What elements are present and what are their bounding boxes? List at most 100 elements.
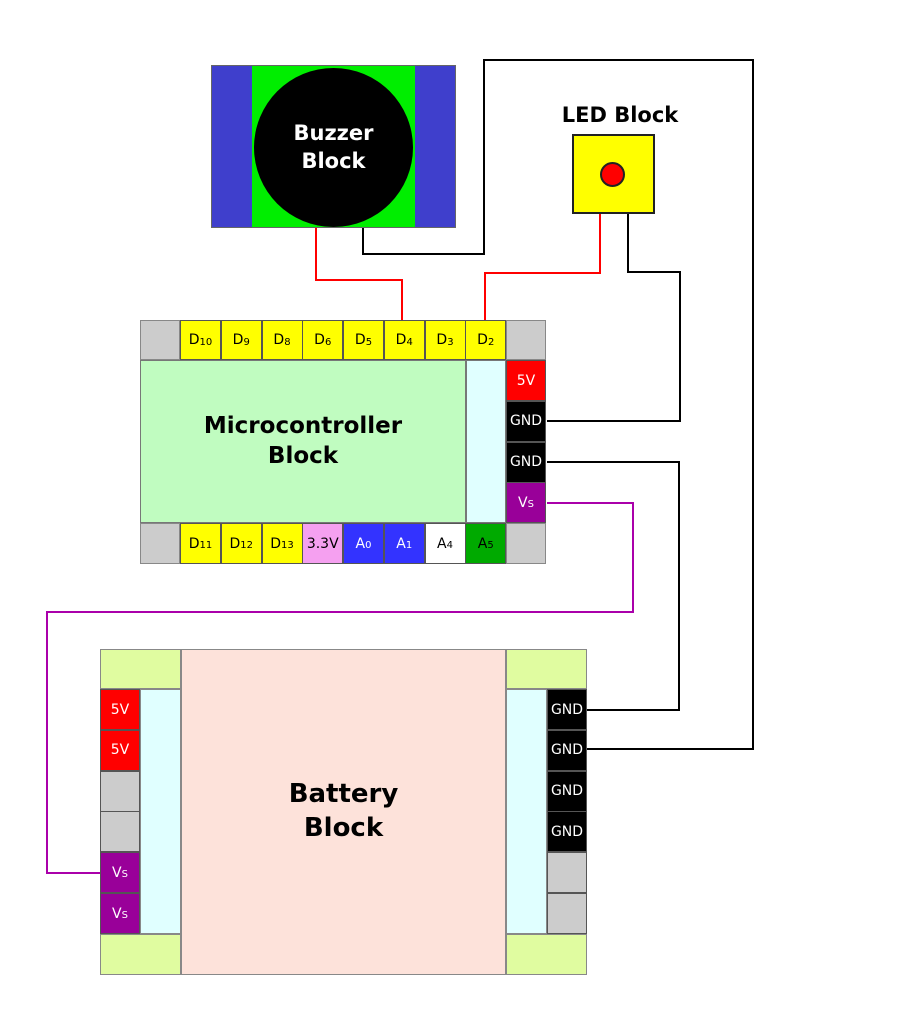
pin-subscript: 13 — [281, 540, 294, 551]
mcu-header-strip — [466, 360, 506, 523]
mcu-corner-tr — [506, 320, 546, 360]
mcu-pin-gnd: GND — [506, 400, 546, 442]
battery-pin-5v: 5V — [100, 689, 140, 730]
pin-label: D — [436, 332, 448, 348]
battery-pin-gnd: GND — [547, 770, 587, 812]
pin-label: GND — [509, 413, 543, 430]
battery-pin-empty — [547, 852, 587, 894]
mcu-pin-gnd: GND — [506, 441, 546, 483]
pin-label: GND — [550, 742, 584, 759]
battery-pin-gnd: GND — [547, 729, 587, 771]
buzzer-circle: Buzzer Block — [254, 68, 413, 227]
pin-subscript: 3 — [447, 336, 454, 348]
pin-label: GND — [509, 454, 543, 470]
mcu-corner-bl — [140, 523, 180, 564]
mcu-body: Microcontroller Block — [140, 360, 466, 523]
battery-body: Battery Block — [181, 649, 506, 975]
pin-subscript: 8 — [284, 336, 291, 348]
battery-pin-5v: 5V — [100, 729, 140, 771]
pin-label: D — [232, 332, 244, 348]
pin-subscript: 9 — [243, 336, 250, 348]
pin-subscript: 0 — [365, 540, 372, 551]
buzzer-title-line2: Block — [301, 148, 366, 173]
mcu-title-line2: Block — [267, 442, 339, 469]
led-light-icon — [600, 162, 625, 187]
pin-label: GND — [550, 701, 584, 718]
pin-label: D — [314, 332, 325, 348]
buzzer-block: Buzzer Block — [211, 65, 456, 228]
buzzer-side-left — [212, 66, 252, 227]
pin-subscript: 11 — [199, 540, 213, 551]
pin-label: D — [477, 332, 488, 348]
pin-label: A — [355, 535, 366, 552]
pin-label: A — [437, 535, 447, 552]
led-title: LED Block — [561, 103, 679, 127]
pin-subscript: S — [527, 499, 534, 511]
battery-title-line1: Battery — [288, 779, 399, 810]
mcu-corner-br — [506, 523, 546, 564]
pin-subscript: 5 — [487, 540, 494, 551]
battery-pin-empty — [547, 893, 587, 934]
mcu-pin-5v: 5V — [506, 360, 546, 401]
battery-corner-tl — [100, 649, 181, 689]
buzzer-side-right — [415, 66, 455, 227]
pin-label: 5V — [110, 701, 130, 718]
battery-pin-empty — [100, 811, 140, 853]
pin-subscript: 2 — [487, 336, 495, 348]
pin-label: D — [273, 332, 285, 348]
mcu-title-line1: Microcontroller — [203, 412, 403, 439]
battery-corner-bl — [100, 934, 181, 975]
pin-label: 5V — [110, 742, 130, 759]
pin-label: D — [395, 332, 407, 348]
pin-label: D — [229, 535, 241, 552]
wire-buzzer-to-d4 — [315, 227, 403, 320]
pin-subscript: 12 — [240, 540, 253, 551]
pin-label: A — [396, 535, 406, 552]
battery-pin-gnd: GND — [547, 689, 587, 730]
pin-label: D — [188, 535, 200, 552]
mcu-corner-tl — [140, 320, 180, 360]
pin-label: V — [112, 864, 122, 881]
pin-label: D — [354, 332, 366, 348]
pin-label: V — [518, 494, 528, 511]
pin-label: GND — [550, 823, 584, 840]
pin-label: A — [477, 535, 488, 552]
battery-pin-gnd: GND — [547, 811, 587, 853]
pin-subscript: 4 — [406, 336, 413, 348]
pin-label: 3.3V — [306, 535, 339, 552]
battery-corner-tr — [506, 649, 587, 689]
pin-label: GND — [550, 783, 584, 800]
pin-subscript: 4 — [446, 540, 453, 551]
battery-strip-left — [140, 689, 181, 934]
mcu-pin-33v: 3.3V — [302, 523, 344, 564]
pin-subscript: 1 — [405, 540, 413, 551]
pin-subscript: S — [121, 869, 128, 881]
battery-pin-empty — [100, 770, 140, 812]
battery-strip-right — [506, 689, 547, 934]
battery-corner-br — [506, 934, 587, 975]
pin-subscript: 10 — [199, 336, 213, 348]
pin-subscript: 6 — [324, 336, 332, 348]
pin-subscript: S — [121, 910, 128, 921]
wire-led-to-d2 — [484, 214, 601, 320]
pin-subscript: 5 — [365, 336, 373, 348]
pin-label: D — [270, 535, 282, 552]
buzzer-title-line1: Buzzer — [293, 121, 374, 146]
